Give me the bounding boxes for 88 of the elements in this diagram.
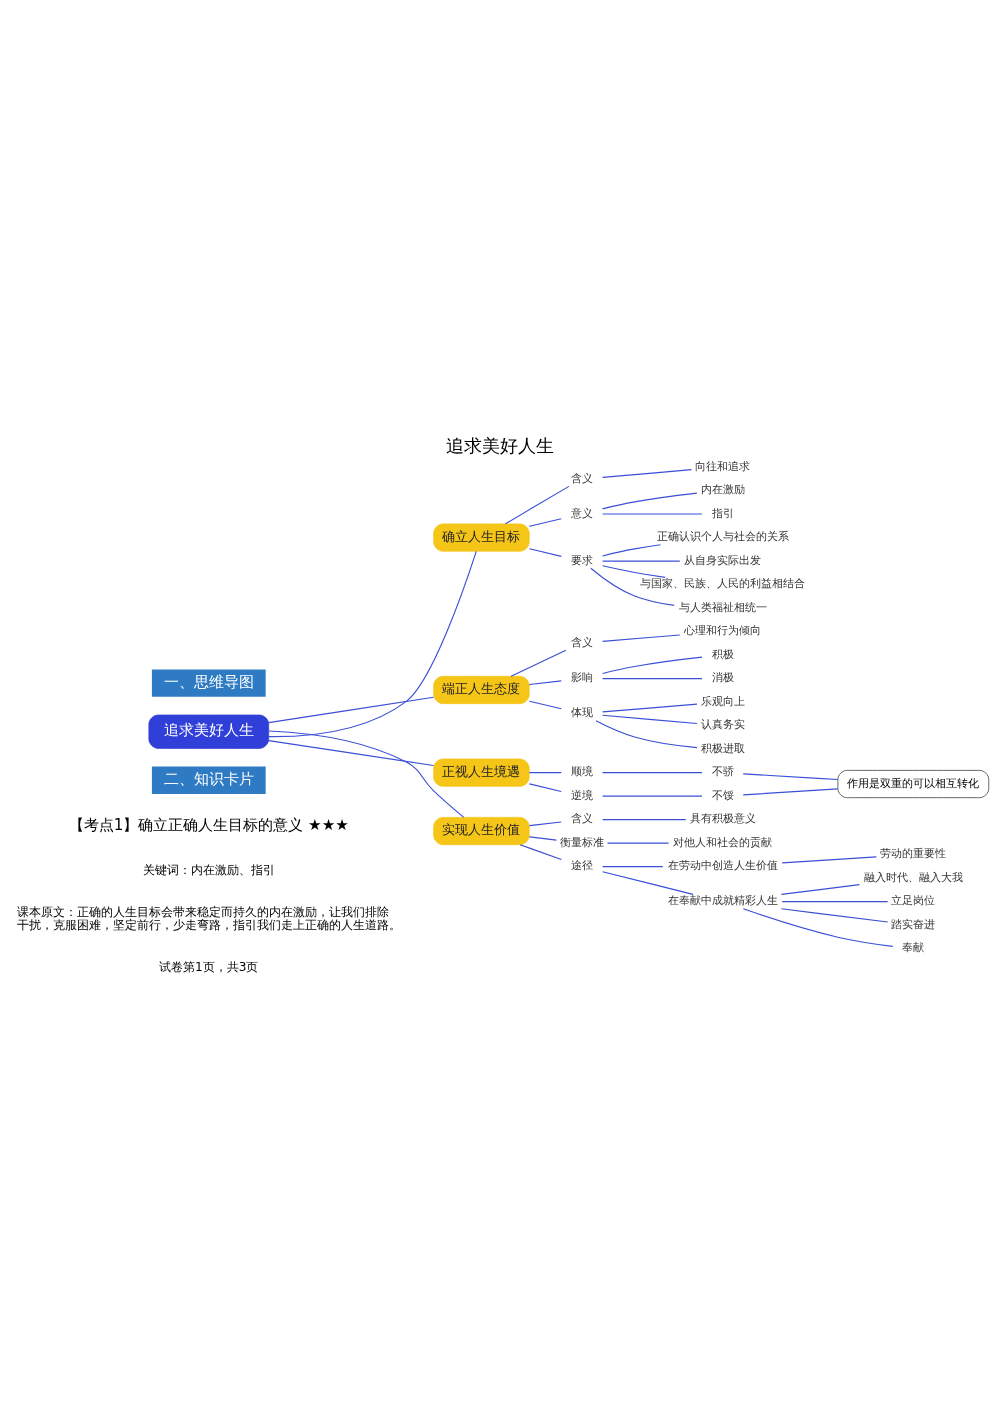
connector [781, 855, 877, 863]
node-text: 融入时代、融入大我 [863, 869, 963, 884]
node-text: 不骄 [711, 763, 734, 778]
connector [528, 771, 562, 773]
node-text: 衡量标准 [559, 834, 604, 849]
node-text: 体现 [570, 704, 593, 719]
connector [602, 633, 681, 642]
node-text: 心理和行为倾向 [684, 622, 762, 637]
node-text: 踏实奋进 [891, 916, 936, 931]
connector [504, 485, 570, 524]
connector [602, 703, 698, 712]
node-text: 与国家、民族、人民的利益相结合 [640, 575, 806, 590]
connector [602, 771, 703, 773]
label: 课本原文：正确的人生目标会带来稳定而持久的内在激励，让我们排除干扰，克服困难，坚定前行，少走弯路，指引我们走上正确的人生道路。 [17, 904, 402, 932]
connector [268, 696, 435, 723]
node-text: 对他人和社会的贡献 [673, 834, 773, 849]
connector [528, 782, 562, 792]
node-text: 含义 [570, 470, 593, 485]
node-box: 正视人生境遇 [433, 758, 530, 787]
connector [602, 818, 687, 820]
label: 【考点1】确立正确人生目标的意义 ★★★ [68, 815, 349, 834]
label: 二、知识卡片 [163, 769, 254, 788]
node-box: 确立人生目标 [433, 523, 530, 552]
connector [601, 492, 698, 509]
node-text: 在奉献中成就精彩人生 [667, 892, 778, 907]
label: 一、思维导图 [163, 672, 254, 691]
connector [268, 739, 435, 766]
node-text: 途径 [570, 857, 593, 872]
node-text: 从自身实际出发 [684, 552, 762, 567]
node-text: 意义 [570, 505, 593, 520]
node-text: 正确认识个人与社会的关系 [656, 528, 789, 543]
connector [602, 714, 698, 724]
connector [602, 865, 664, 867]
connector [528, 547, 562, 557]
connector [602, 468, 692, 478]
node-text: 在劳动中创造人生价值 [667, 857, 778, 872]
node-text: 指引 [711, 505, 734, 520]
node-text: 影响 [570, 669, 593, 684]
connector [781, 900, 889, 902]
node-text: 内在激励 [700, 481, 745, 496]
connector [528, 517, 562, 527]
connector [602, 564, 666, 578]
node-text: 积极 [711, 646, 734, 661]
node-box: 作用是双重的可以相互转化 [837, 769, 990, 798]
node-text: 奉献 [902, 939, 925, 954]
node-box: 端正人生态度 [433, 675, 530, 704]
node-text: 消极 [711, 669, 734, 684]
connector [601, 543, 662, 556]
connector [595, 719, 698, 748]
diagram-title: 追求美好人生 [446, 434, 554, 456]
connector [742, 907, 894, 947]
label: 试卷第1页，共3页 [159, 959, 259, 974]
node-text: 乐观向上 [700, 693, 745, 708]
node-text: 含义 [570, 634, 593, 649]
node-text: 顺境 [570, 763, 593, 778]
connector [528, 679, 562, 685]
node-text: 要求 [570, 552, 593, 567]
connector [602, 870, 694, 895]
connector [780, 907, 889, 923]
node-text: 含义 [570, 810, 593, 825]
node-text: 向往和追求 [695, 458, 751, 473]
node-text: 不馁 [711, 787, 734, 802]
node-text: 积极进取 [700, 740, 745, 755]
node-text: 立足岗位 [891, 892, 936, 907]
connector [590, 567, 675, 606]
connector [742, 772, 839, 780]
connector [519, 843, 562, 860]
connector [742, 787, 839, 795]
connector [601, 656, 703, 674]
connector [268, 729, 465, 818]
connector [606, 842, 670, 844]
connector [528, 820, 562, 826]
node-text: 具有积极意义 [689, 810, 756, 825]
connector [780, 883, 860, 895]
node-text: 认真务实 [700, 716, 745, 731]
connector [528, 835, 557, 841]
node-text: 劳动的重要性 [880, 845, 947, 860]
connector [268, 550, 477, 737]
label: 关键词：内在激励、指引 [142, 862, 275, 877]
node-text: 逆境 [570, 787, 593, 802]
connector [528, 700, 562, 709]
connector [510, 649, 567, 677]
node-box: 追求美好人生 [148, 714, 270, 749]
connector [602, 795, 703, 797]
connector [602, 677, 703, 679]
node-box: 实现人生价值 [433, 816, 530, 845]
node-text: 与人类福祉相统一 [678, 599, 767, 614]
connector [602, 560, 681, 562]
